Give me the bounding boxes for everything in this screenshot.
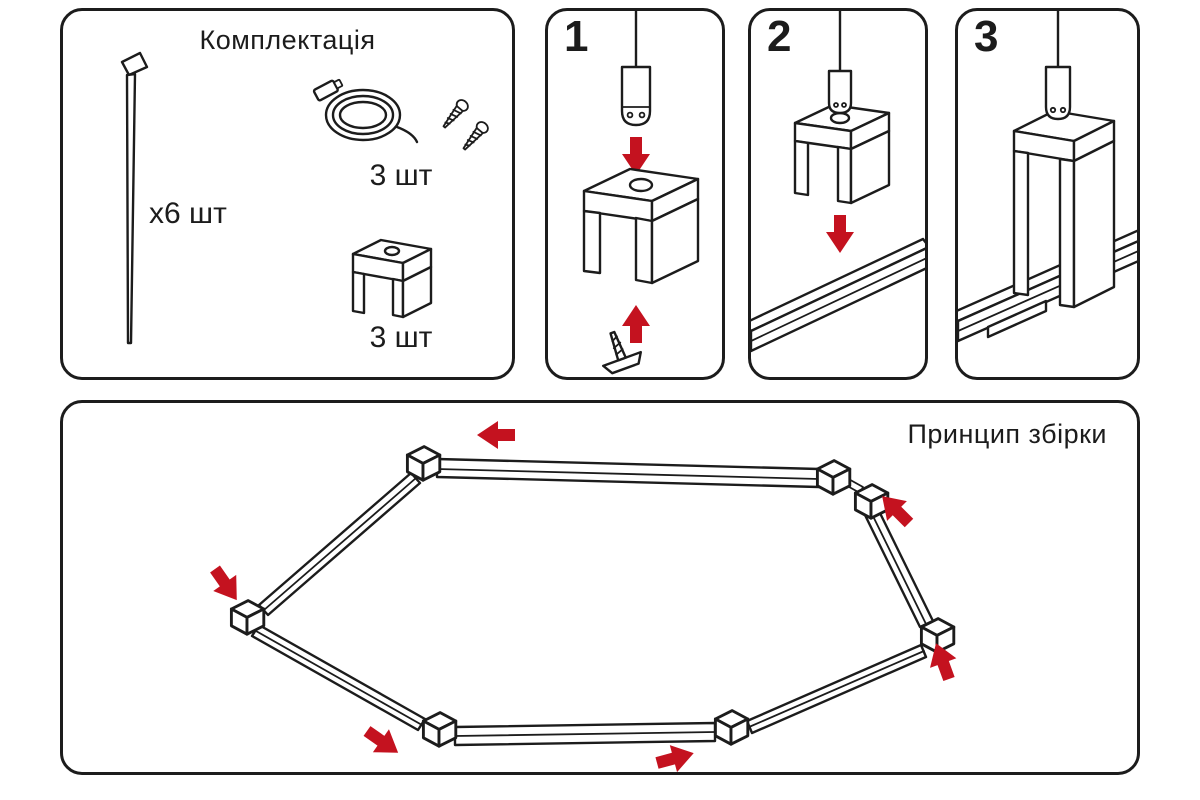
track-rail-icon bbox=[751, 237, 925, 353]
step-3-number: 3 bbox=[974, 12, 999, 61]
step-3-illustration bbox=[958, 11, 1137, 343]
under-rail-clip-icon bbox=[986, 299, 1048, 339]
arrow-down-right-icon bbox=[358, 719, 407, 765]
mounting-bracket-icon bbox=[351, 238, 433, 319]
step-2-illustration bbox=[751, 11, 925, 353]
step-1-panel: 1 bbox=[545, 8, 725, 380]
kit-panel: Комплектація bbox=[60, 8, 515, 380]
ceiling-grip-icon bbox=[620, 65, 652, 127]
ceiling-grip-icon bbox=[827, 69, 853, 115]
arrow-right-icon bbox=[653, 739, 698, 772]
ceiling-grip-icon bbox=[1044, 65, 1072, 121]
assembly-illustration bbox=[203, 421, 963, 772]
step-2-panel: 2 bbox=[748, 8, 928, 380]
suspension-rod-icon bbox=[120, 51, 149, 345]
corner-connector bbox=[421, 711, 458, 748]
assembly-panel: Принцип збірки bbox=[60, 400, 1140, 775]
hexagon-segments bbox=[250, 457, 935, 747]
rod-qty-label: х6 шт bbox=[149, 197, 227, 230]
step-1-number: 1 bbox=[564, 12, 589, 61]
step-2-number: 2 bbox=[767, 12, 792, 61]
corner-connector bbox=[713, 709, 750, 746]
step-1-illustration bbox=[582, 11, 700, 375]
kit-panel-title: Комплектація bbox=[199, 25, 376, 55]
mounting-bracket-icon bbox=[1012, 109, 1116, 309]
arrow-left-icon bbox=[477, 421, 515, 449]
corner-connector bbox=[405, 445, 442, 482]
kit-illustration bbox=[120, 51, 489, 345]
mounting-bracket-icon bbox=[793, 103, 891, 205]
arrow-up-icon bbox=[622, 305, 650, 343]
screws-icon bbox=[442, 99, 489, 151]
bracket-qty-label: 3 шт bbox=[369, 321, 433, 354]
arrow-down-icon bbox=[826, 215, 854, 253]
screw-icon bbox=[602, 330, 642, 375]
corner-connector bbox=[815, 459, 852, 496]
arrow-down-right-icon bbox=[203, 560, 249, 609]
step-3-panel: 3 bbox=[955, 8, 1140, 380]
corner-connector bbox=[853, 483, 890, 520]
mounting-bracket-icon bbox=[582, 167, 700, 285]
assembly-panel-title: Принцип збірки bbox=[907, 419, 1107, 449]
power-cable-icon bbox=[312, 78, 419, 144]
cable-qty-label: 3 шт bbox=[369, 159, 433, 192]
corner-connector bbox=[229, 599, 266, 636]
corner-connectors bbox=[229, 445, 956, 748]
